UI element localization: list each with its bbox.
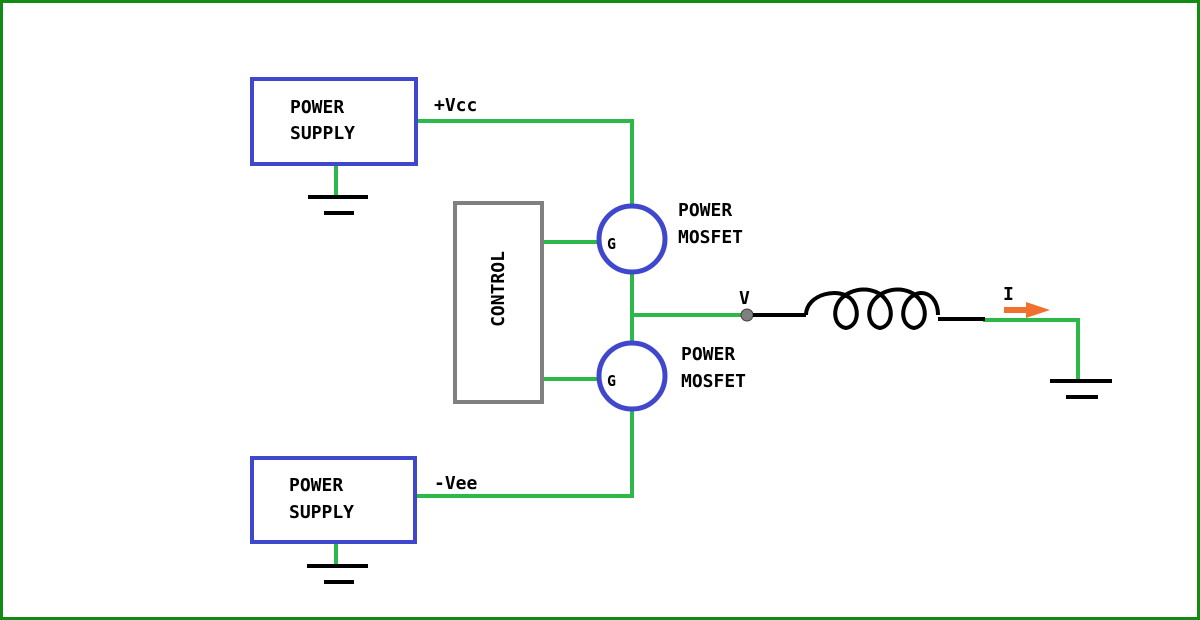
ground-icon [1050, 379, 1112, 399]
control-block: CONTROL [453, 201, 544, 404]
mosfet-bottom-line1: POWER [681, 344, 735, 365]
mosfet-bottom: G POWER MOSFET [596, 340, 746, 412]
power-supply-top: POWER SUPPLY [250, 77, 418, 166]
vee-wire [414, 409, 634, 498]
power-supply-bottom-line2: SUPPLY [289, 502, 354, 523]
mosfet-top-symbol [596, 203, 668, 275]
vcc-wire [414, 119, 634, 207]
mosfet-bottom-gate-label: G [607, 372, 616, 390]
power-supply-top-box [250, 77, 418, 166]
ground-icon [308, 195, 368, 215]
ground-icon [307, 564, 368, 584]
mosfet-bottom-symbol [596, 340, 668, 412]
vee-label: -Vee [434, 473, 478, 494]
output-node [740, 308, 754, 322]
power-supply-top-line2: SUPPLY [290, 123, 355, 144]
mosfet-bottom-line2: MOSFET [681, 371, 746, 392]
mosfet-top-gate-label: G [607, 235, 616, 253]
power-supply-bottom-box [250, 456, 417, 544]
output-node-label: V [739, 288, 750, 309]
mosfet-top-line2: MOSFET [678, 227, 743, 248]
mosfet-top: G POWER MOSFET [596, 200, 743, 275]
load-wire [983, 318, 1080, 382]
mosfet-top-line1: POWER [678, 200, 732, 221]
power-supply-bottom-line1: POWER [289, 475, 343, 496]
control-box [453, 201, 544, 404]
vcc-label: +Vcc [434, 95, 477, 116]
inductor-icon [753, 287, 985, 330]
power-supply-top-line1: POWER [290, 97, 344, 118]
current-label: I [1003, 284, 1014, 305]
wires [334, 119, 1080, 567]
power-supply-bottom: POWER SUPPLY [250, 456, 417, 544]
arrow-right-icon [1004, 302, 1050, 318]
control-label: CONTROL [488, 251, 509, 327]
